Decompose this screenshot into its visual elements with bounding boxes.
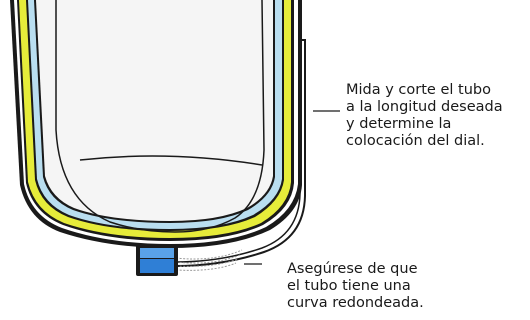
dial-body <box>140 259 174 273</box>
dial-top <box>140 248 174 258</box>
inner-liner <box>36 0 273 221</box>
callout-cut-tube: Mida y corte el tubo a la longitud desea… <box>346 82 503 150</box>
callout-bottom-line-3: curva redondeada. <box>287 295 424 311</box>
callout-bottom-line-2: el tubo tiene una <box>287 278 411 294</box>
liner-crease <box>79 155 263 166</box>
callout-top-line-1: Mida y corte el tubo <box>346 82 491 98</box>
callout-rounded-curve: Asegúrese de que el tubo tiene una curva… <box>287 261 424 312</box>
liner-cavity <box>55 0 265 233</box>
lace-strands <box>175 249 243 271</box>
callout-bottom-line-1: Asegúrese de que <box>287 261 418 277</box>
callout-top-line-4: colocación del dial. <box>346 133 485 149</box>
callout-top-line-2: a la longitud deseada <box>346 99 503 115</box>
callout-top-line-3: y determine la <box>346 116 452 132</box>
lace-tube-inner <box>174 44 301 263</box>
lace-tube-outer <box>174 39 306 267</box>
